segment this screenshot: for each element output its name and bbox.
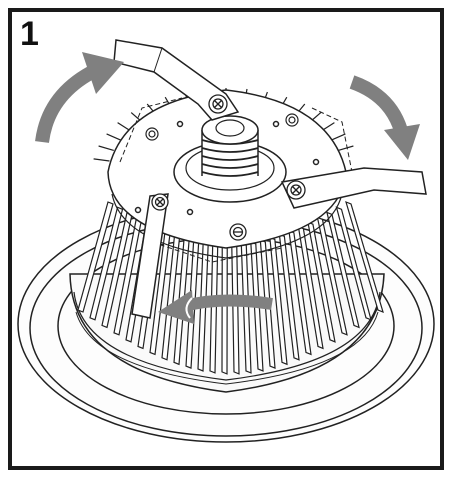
spring-clip-right — [280, 167, 427, 209]
rotate-arrow-top-left — [35, 52, 124, 144]
fixture-illustration — [17, 39, 435, 443]
heat-sink-fin — [326, 211, 360, 329]
heat-sink-fins — [77, 88, 384, 375]
screw-front — [229, 223, 247, 241]
step-number: 1 — [20, 15, 39, 53]
heat-sink-fin — [89, 206, 124, 321]
instruction-panel: 1 — [8, 8, 444, 470]
rotate-arrow-top-right — [349, 75, 420, 160]
screw-top — [208, 94, 228, 114]
heat-sink-fin — [77, 201, 114, 313]
screw-right — [286, 180, 306, 200]
center-socket — [173, 115, 287, 203]
rotate-arrow-bottom — [158, 290, 273, 324]
heat-sink-fin — [221, 243, 228, 375]
heat-sink-fin — [307, 221, 336, 343]
housing-fin — [93, 158, 110, 162]
housing-fin — [338, 145, 354, 151]
screw-left — [151, 193, 169, 211]
heat-sink-fin — [335, 206, 372, 321]
housing-fin — [106, 133, 122, 141]
housing-fin — [330, 133, 346, 141]
housing-fin — [98, 145, 114, 151]
heat-sink-fin — [316, 216, 348, 336]
screw-small-left — [145, 127, 159, 141]
spring-clip-top — [113, 39, 240, 121]
heat-sink-fin — [345, 200, 384, 314]
screw-small-right — [285, 113, 299, 127]
